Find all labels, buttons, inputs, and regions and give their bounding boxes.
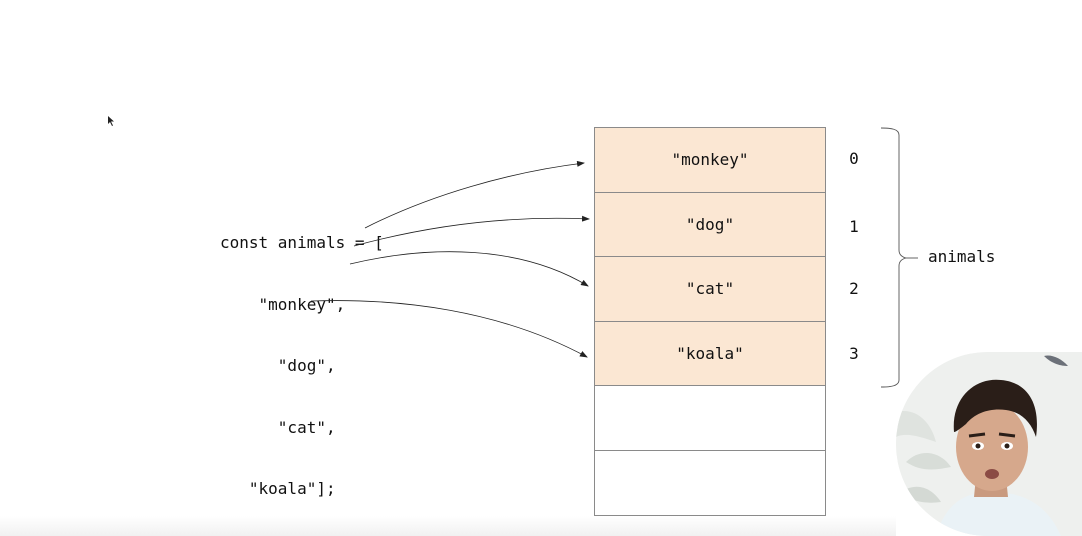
memory-cell: "dog": [595, 192, 825, 257]
index-label: 3: [849, 344, 859, 363]
index-label: 2: [849, 279, 859, 298]
brace-label: animals: [928, 247, 996, 266]
code-line: "dog",: [220, 356, 336, 375]
memory-cell-empty: [595, 450, 825, 515]
code-snippet: const animals = [ "monkey", "dog", "cat"…: [220, 192, 420, 520]
memory-block: "monkey" "dog" "cat" "koala": [594, 127, 826, 516]
cell-value: "cat": [685, 279, 735, 299]
memory-cell: "monkey": [595, 128, 825, 193]
memory-cell: "koala": [595, 321, 825, 386]
cell-value: "monkey": [671, 150, 749, 170]
code-line: "koala"];: [220, 479, 336, 498]
index-label: 0: [849, 149, 859, 168]
presenter-video-icon: [896, 352, 1082, 536]
index-label: 1: [849, 217, 859, 236]
bottom-shadow: [0, 516, 896, 536]
webcam-overlay: [896, 352, 1082, 536]
cell-value: "dog": [685, 214, 735, 234]
cell-value: "koala": [676, 343, 744, 363]
memory-cell: "cat": [595, 257, 825, 322]
code-line: "cat",: [220, 417, 336, 437]
code-line: const animals = [: [220, 233, 384, 252]
memory-cell-empty: [595, 386, 825, 451]
mouse-cursor-icon: [108, 116, 114, 126]
code-line: "monkey",: [220, 294, 346, 314]
brace-icon: [880, 127, 907, 388]
